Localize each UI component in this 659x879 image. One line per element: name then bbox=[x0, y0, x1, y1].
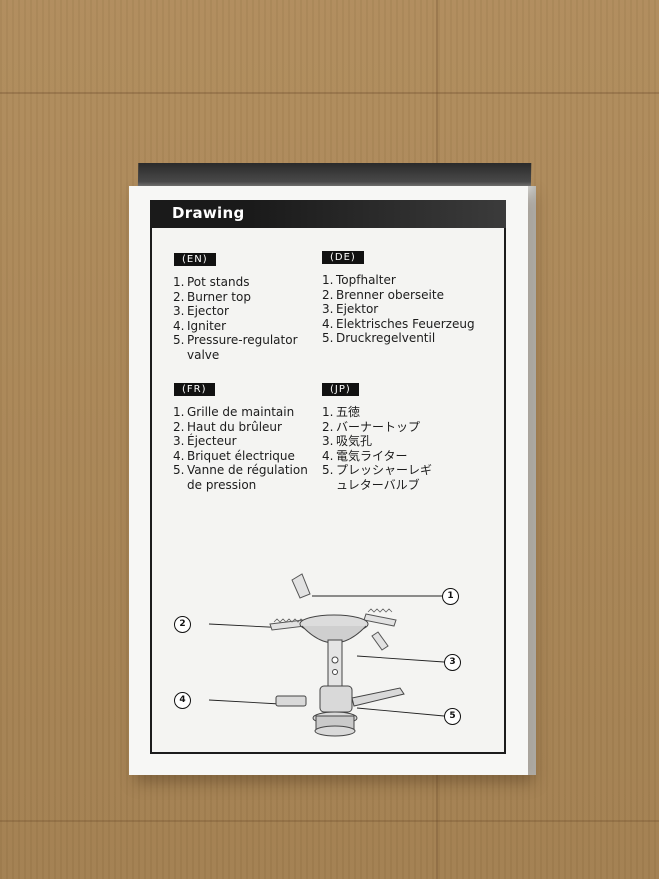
panel-title: Drawing bbox=[172, 204, 245, 222]
parts-list-en: 1.Pot stands 2.Burner top 3.Ejector 4.Ig… bbox=[173, 275, 323, 362]
lang-tag-jp: (JP) bbox=[322, 383, 359, 396]
callout-1: 1 bbox=[442, 588, 459, 605]
callout-3: 3 bbox=[444, 654, 461, 671]
stove-diagram: 1 2 3 4 5 bbox=[152, 520, 504, 752]
burner-drawing bbox=[299, 614, 369, 689]
list-item: 3.吸気孔 bbox=[322, 434, 373, 448]
callout-2: 2 bbox=[174, 616, 191, 633]
list-item: 5.プレッシャーレギ ュレターバルブ bbox=[322, 463, 433, 492]
box-side-edge bbox=[528, 186, 536, 775]
callout-5: 5 bbox=[444, 708, 461, 725]
list-item: 2.Burner top bbox=[173, 289, 251, 304]
callout-4: 4 bbox=[174, 692, 191, 709]
list-item: 5.Vanne de régulation de pression bbox=[173, 463, 308, 492]
list-item: 2.Haut du brûleur bbox=[173, 419, 282, 434]
list-item: 2.バーナートップ bbox=[322, 419, 421, 434]
list-item: 1.五徳 bbox=[322, 405, 361, 419]
list-item: 5.Pressure-regulator valve bbox=[173, 333, 298, 362]
list-item: 1.Pot stands bbox=[173, 275, 250, 289]
drawing-panel: Drawing (EN) 1.Pot stands 2.Burner top 3… bbox=[150, 200, 506, 754]
parts-list-jp: 1.五徳 2.バーナートップ 3.吸気孔 4.電気ライター 5.プレッシャーレギ… bbox=[322, 405, 472, 492]
list-item: 4.Briquet électrique bbox=[173, 448, 295, 463]
cardboard-seam bbox=[0, 92, 659, 94]
valve-drawing bbox=[275, 685, 405, 737]
list-item: 3.Ejektor bbox=[322, 302, 379, 316]
lang-tag-fr: (FR) bbox=[174, 383, 215, 396]
lang-tag-en: (EN) bbox=[174, 253, 216, 266]
list-item: 4.電気ライター bbox=[322, 448, 408, 463]
stove-illustration bbox=[208, 573, 445, 737]
cardboard-seam bbox=[0, 820, 659, 822]
list-item: 4.Elektrisches Feuerzeug bbox=[322, 316, 475, 331]
list-item: 3.Éjecteur bbox=[173, 434, 237, 448]
product-box: Drawing (EN) 1.Pot stands 2.Burner top 3… bbox=[129, 186, 528, 775]
parts-list-de: 1.Topfhalter 2.Brenner oberseite 3.Ejekt… bbox=[322, 273, 492, 346]
list-item: 3.Ejector bbox=[173, 304, 229, 318]
parts-list-fr: 1.Grille de maintain 2.Haut du brûleur 3… bbox=[173, 405, 323, 492]
list-item: 1.Topfhalter bbox=[322, 273, 396, 287]
lang-tag-de: (DE) bbox=[322, 251, 364, 264]
leader-lines bbox=[208, 595, 445, 717]
title-bar: Drawing bbox=[150, 200, 506, 228]
list-item: 5.Druckregelventil bbox=[322, 331, 436, 345]
list-item: 4.Igniter bbox=[173, 318, 227, 333]
list-item: 1.Grille de maintain bbox=[173, 405, 295, 419]
list-item: 2.Brenner oberseite bbox=[322, 287, 444, 302]
